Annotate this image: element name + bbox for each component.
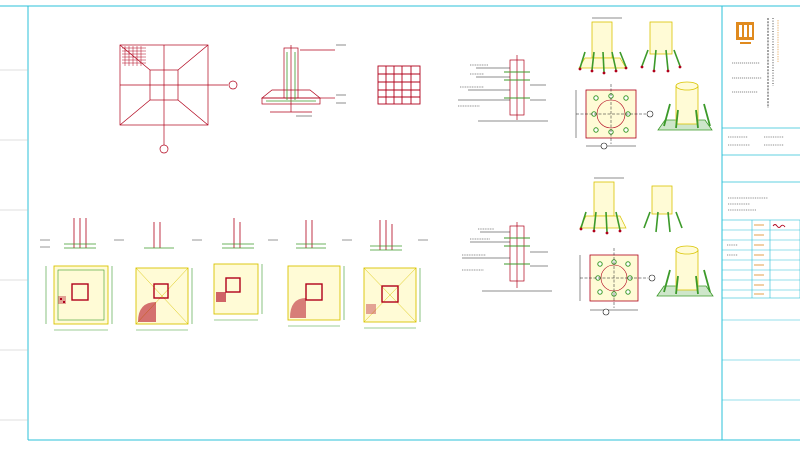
cylinder-base-3d-bottom <box>656 245 714 297</box>
anchor-detail-1 <box>458 55 548 122</box>
signature-mark <box>772 224 786 228</box>
binding-strip <box>0 69 28 421</box>
signature-labels <box>727 244 738 256</box>
sheet-frame <box>0 5 800 441</box>
anchor-plate-plan-bottom <box>579 248 656 316</box>
approval-rows <box>728 136 784 211</box>
footing-section-top <box>261 45 335 113</box>
title-block-rules <box>722 127 800 183</box>
column-section-grid <box>377 65 421 105</box>
column-base-3d-bottom-left <box>579 177 627 235</box>
column-base-3d-top-right <box>640 21 682 73</box>
grid-bubble-bottom <box>159 144 169 154</box>
company-logo-icon <box>736 22 754 44</box>
anchor-plate-plan-top <box>575 84 654 150</box>
footing-plan-rebar-hatch <box>122 46 146 66</box>
column-base-3d-bottom-right <box>643 185 683 233</box>
company-address-lines <box>732 62 762 93</box>
anchor-detail-2-labels <box>462 228 494 271</box>
signature-table <box>721 219 800 299</box>
footing-detail-1 <box>45 218 113 331</box>
title-block <box>721 18 800 401</box>
footing-detail-2 <box>135 222 193 331</box>
company-name-vertical <box>767 18 774 108</box>
grid-bubble-right <box>228 80 238 90</box>
footing-detail-3 <box>213 218 263 321</box>
title-block-lower-rules <box>722 319 800 401</box>
footing-section-rebar <box>266 52 316 102</box>
column-base-3d-top-left <box>578 17 628 75</box>
anchor-detail-1-labels <box>458 64 488 107</box>
anchor-detail-2 <box>462 222 552 292</box>
footing-detail-5 <box>363 220 421 329</box>
footing-detail-4 <box>287 220 345 327</box>
section-leader-marks <box>296 44 346 117</box>
cylinder-base-3d-top <box>657 81 713 131</box>
signature-roles <box>754 224 764 295</box>
footing-dimension-strips <box>40 239 428 248</box>
